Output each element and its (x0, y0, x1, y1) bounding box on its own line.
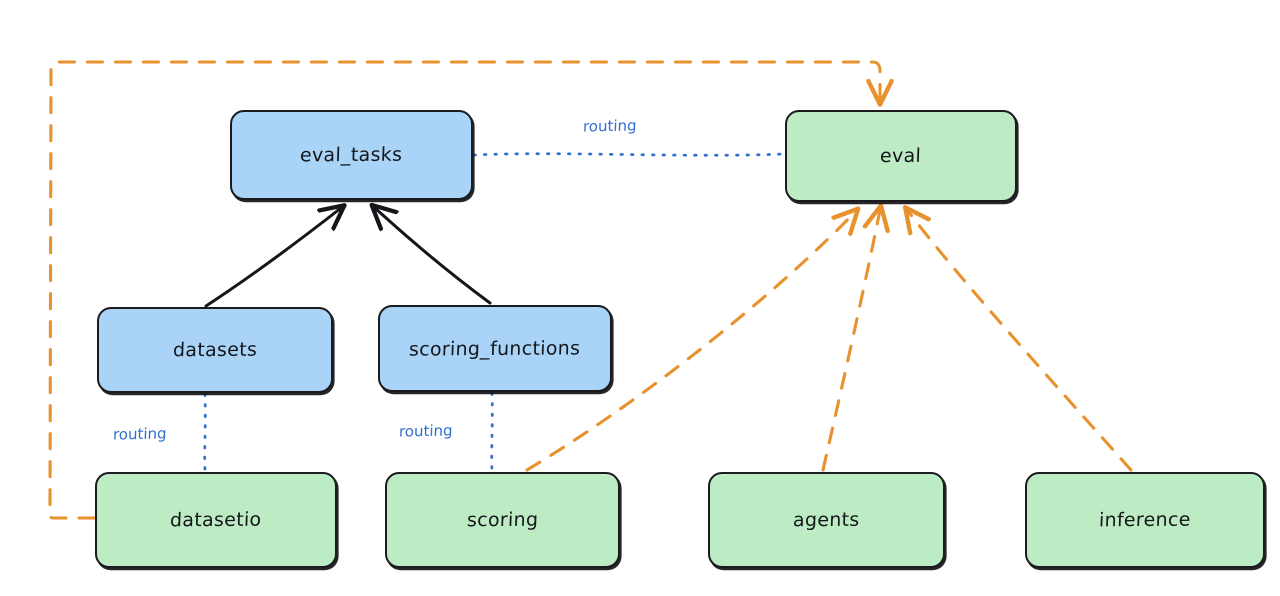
node-label-datasets: datasets (172, 338, 258, 362)
edge-scoring-functions-to-scoring (490, 391, 494, 472)
node-label-datasetio: datasetio (169, 508, 263, 532)
node-scoring-functions[interactable]: scoring_functions (378, 305, 612, 392)
edge-eval-tasks-to-eval (472, 152, 785, 157)
edge-label-routing-eval-tasks-eval: routing (582, 116, 637, 136)
node-eval-tasks[interactable]: eval_tasks (230, 110, 473, 200)
edge-label-routing-scoring-functions-scoring: routing (398, 421, 453, 441)
node-label-agents: agents (792, 508, 861, 532)
node-label-inference: inference (1098, 508, 1192, 532)
edge-datasets-to-datasetio (203, 392, 207, 472)
node-label-scoring: scoring (466, 508, 539, 532)
node-scoring[interactable]: scoring (385, 472, 620, 568)
node-agents[interactable]: agents (708, 472, 945, 568)
edge-agents-to-eval (821, 210, 880, 472)
node-datasets[interactable]: datasets (97, 307, 333, 393)
node-label-scoring-functions: scoring_functions (408, 336, 582, 361)
node-label-eval: eval (880, 144, 922, 168)
node-inference[interactable]: inference (1025, 472, 1265, 568)
edge-inference-to-eval (908, 211, 1133, 472)
node-eval[interactable]: eval (785, 110, 1017, 202)
edge-label-routing-datasets-datasetio: routing (112, 424, 167, 444)
edge-scoring-functions-to-eval-tasks (375, 208, 492, 305)
node-label-eval-tasks: eval_tasks (299, 143, 404, 167)
node-datasetio[interactable]: datasetio (95, 472, 337, 568)
edge-datasets-to-eval-tasks (204, 208, 341, 308)
